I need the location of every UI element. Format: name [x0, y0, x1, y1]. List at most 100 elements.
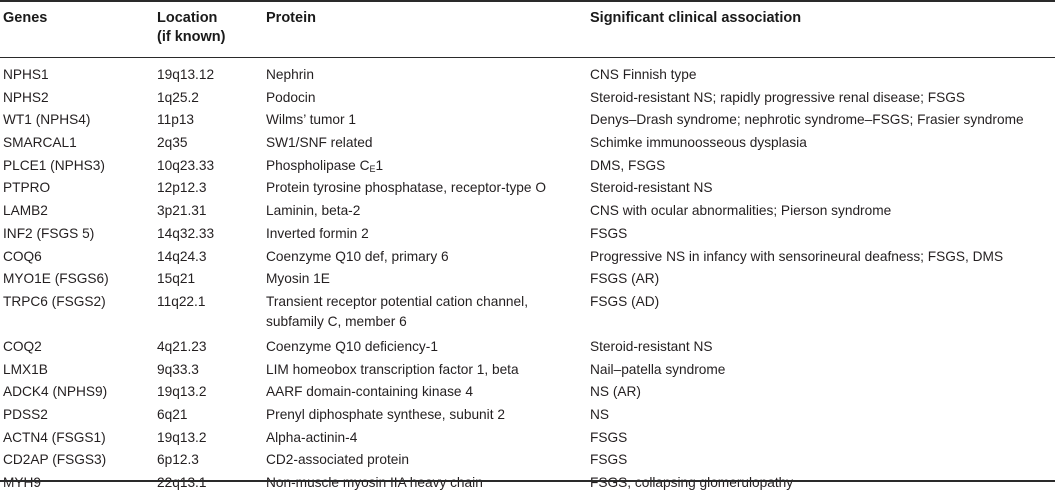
protein-cell: Inverted formin 2	[266, 225, 369, 241]
location-cell: 19q13.2	[157, 429, 207, 445]
table-row: NPHS1 19q13.12 Nephrin CNS Finnish type	[0, 64, 1055, 87]
protein-cell: Wilms’ tumor 1	[266, 112, 356, 128]
table-row: WT1 (NPHS4) 11p13 Wilms’ tumor 1 Denys–D…	[0, 109, 1055, 132]
table-row: SMARCAL1 2q35 SW1/SNF related Schimke im…	[0, 132, 1055, 155]
protein-cell: Laminin, beta-2	[266, 203, 361, 219]
gene-cell: SMARCAL1	[3, 135, 77, 151]
protein-cell: Myosin 1E	[266, 271, 330, 287]
protein-name: Phospholipase C	[266, 157, 370, 173]
association-cell: Denys–Drash syndrome; nephrotic syndrome…	[590, 112, 1024, 128]
association-cell: NS	[590, 406, 610, 422]
association-cell: Steroid-resistant NS	[590, 180, 713, 196]
protein-cell: Alpha-actinin-4	[266, 429, 358, 445]
gene-cell: LMX1B	[3, 361, 48, 377]
table-row: NPHS2 1q25.2 Podocin Steroid-resistant N…	[0, 87, 1055, 110]
table-row: PLCE1 (NPHS3) 10q23.33 Phospholipase CE1…	[0, 155, 1055, 178]
location-cell: 1q25.2	[157, 89, 199, 105]
association-cell: DMS, FSGS	[590, 157, 666, 173]
location-cell: 14q24.3	[157, 248, 207, 264]
table-header-rule	[0, 57, 1055, 58]
association-cell: FSGS (AR)	[590, 271, 660, 287]
association-cell: Steroid-resistant NS	[590, 338, 713, 354]
gene-cell: INF2 (FSGS 5)	[3, 225, 95, 241]
location-cell: 6q21	[157, 406, 188, 422]
header-association: Significant clinical association	[590, 10, 802, 26]
table-row: COQ2 4q21.23 Coenzyme Q10 deficiency-1 S…	[0, 336, 1055, 359]
gene-cell: MYO1E (FSGS6)	[3, 271, 109, 287]
table-row: LAMB2 3p21.31 Laminin, beta-2 CNS with o…	[0, 200, 1055, 223]
association-cell: Nail–patella syndrome	[590, 361, 726, 377]
protein-suffix: 1	[375, 157, 384, 173]
table-row: ACTN4 (FSGS1) 19q13.2 Alpha-actinin-4 FS…	[0, 427, 1055, 450]
location-cell: 11q22.1	[157, 293, 206, 309]
protein-subscript: E	[369, 163, 376, 174]
association-cell: FSGS	[590, 429, 628, 445]
location-cell: 2q35	[157, 135, 188, 151]
protein-cell: Protein tyrosine phosphatase, receptor-t…	[266, 180, 546, 196]
location-cell: 11p13	[157, 112, 195, 128]
protein-cell: SW1/SNF related	[266, 135, 373, 151]
protein-cell: Non-muscle myosin IIA heavy chain	[266, 475, 483, 490]
protein-cell: Podocin	[266, 89, 316, 105]
table-row: PTPRO 12p12.3 Protein tyrosine phosphata…	[0, 177, 1055, 200]
gene-cell: CD2AP (FSGS3)	[3, 452, 107, 468]
location-cell: 19q13.12	[157, 67, 215, 82]
gene-cell: ACTN4 (FSGS1)	[3, 429, 106, 445]
gene-cell: MYH9	[3, 475, 42, 490]
location-cell: 22q13.1	[157, 475, 207, 490]
table-row: TRPC6 (FSGS2) 11q22.1 Transient receptor…	[0, 291, 1055, 336]
association-cell: CNS with ocular abnormalities; Pierson s…	[590, 203, 892, 219]
header-protein: Protein	[266, 10, 316, 26]
gene-cell: NPHS2	[3, 89, 49, 105]
table-bottom-rule	[0, 480, 1055, 482]
protein-cell: CD2-associated protein	[266, 452, 410, 468]
gene-cell: WT1 (NPHS4)	[3, 112, 91, 128]
gene-cell: PDSS2	[3, 406, 48, 422]
location-cell: 4q21.23	[157, 338, 207, 354]
protein-cell: Coenzyme Q10 deficiency-1	[266, 338, 438, 354]
location-cell: 12p12.3	[157, 180, 207, 196]
location-cell: 9q33.3	[157, 361, 199, 377]
table-row: COQ6 14q24.3 Coenzyme Q10 def, primary 6…	[0, 246, 1055, 269]
protein-cell: Transient receptor potential cation chan…	[266, 292, 588, 332]
gene-cell: TRPC6 (FSGS2)	[3, 293, 106, 309]
gene-cell: NPHS1	[3, 67, 49, 82]
header-location-line1: Location	[157, 10, 218, 26]
table-row: INF2 (FSGS 5) 14q32.33 Inverted formin 2…	[0, 223, 1055, 246]
protein-cell: Phospholipase CE1	[266, 156, 588, 179]
location-cell: 15q21	[157, 271, 196, 287]
table-row: MYO1E (FSGS6) 15q21 Myosin 1E FSGS (AR)	[0, 268, 1055, 291]
protein-line: Transient receptor potential cation chan…	[266, 293, 528, 309]
header-location: Location (if known)	[157, 9, 263, 47]
location-cell: 14q32.33	[157, 225, 215, 241]
protein-cell: Coenzyme Q10 def, primary 6	[266, 248, 449, 264]
table-row: PDSS2 6q21 Prenyl diphosphate synthese, …	[0, 404, 1055, 427]
table-row: MYH9 22q13.1 Non-muscle myosin IIA heavy…	[0, 472, 1055, 495]
gene-cell: PTPRO	[3, 180, 51, 196]
protein-cell: Prenyl diphosphate synthese, subunit 2	[266, 406, 505, 422]
association-cell: Progressive NS in infancy with sensorine…	[590, 248, 1004, 264]
gene-cell: COQ2	[3, 338, 42, 354]
location-cell: 6p12.3	[157, 452, 199, 468]
association-cell: Schimke immunoosseous dysplasia	[590, 135, 807, 151]
association-cell: NS (AR)	[590, 384, 641, 400]
association-cell: FSGS	[590, 452, 628, 468]
table-row: LMX1B 9q33.3 LIM homeobox transcription …	[0, 359, 1055, 382]
header-genes: Genes	[3, 10, 48, 26]
association-cell: FSGS (AD)	[590, 293, 660, 309]
location-cell: 10q23.33	[157, 157, 215, 173]
protein-line: subfamily C, member 6	[266, 313, 407, 329]
gene-cell: COQ6	[3, 248, 42, 264]
association-cell: FSGS, collapsing glomerulopathy	[590, 475, 794, 490]
location-cell: 3p21.31	[157, 203, 207, 219]
protein-cell: AARF domain-containing kinase 4	[266, 384, 473, 400]
table-header: Genes Location (if known) Protein Signif…	[0, 9, 1055, 55]
header-location-line2: (if known)	[157, 29, 226, 45]
protein-cell: LIM homeobox transcription factor 1, bet…	[266, 361, 519, 377]
protein-cell: Nephrin	[266, 67, 314, 82]
association-cell: CNS Finnish type	[590, 67, 697, 82]
table-top-rule	[0, 0, 1055, 2]
table-row: ADCK4 (NPHS9) 19q13.2 AARF domain-contai…	[0, 381, 1055, 404]
gene-cell: LAMB2	[3, 203, 48, 219]
